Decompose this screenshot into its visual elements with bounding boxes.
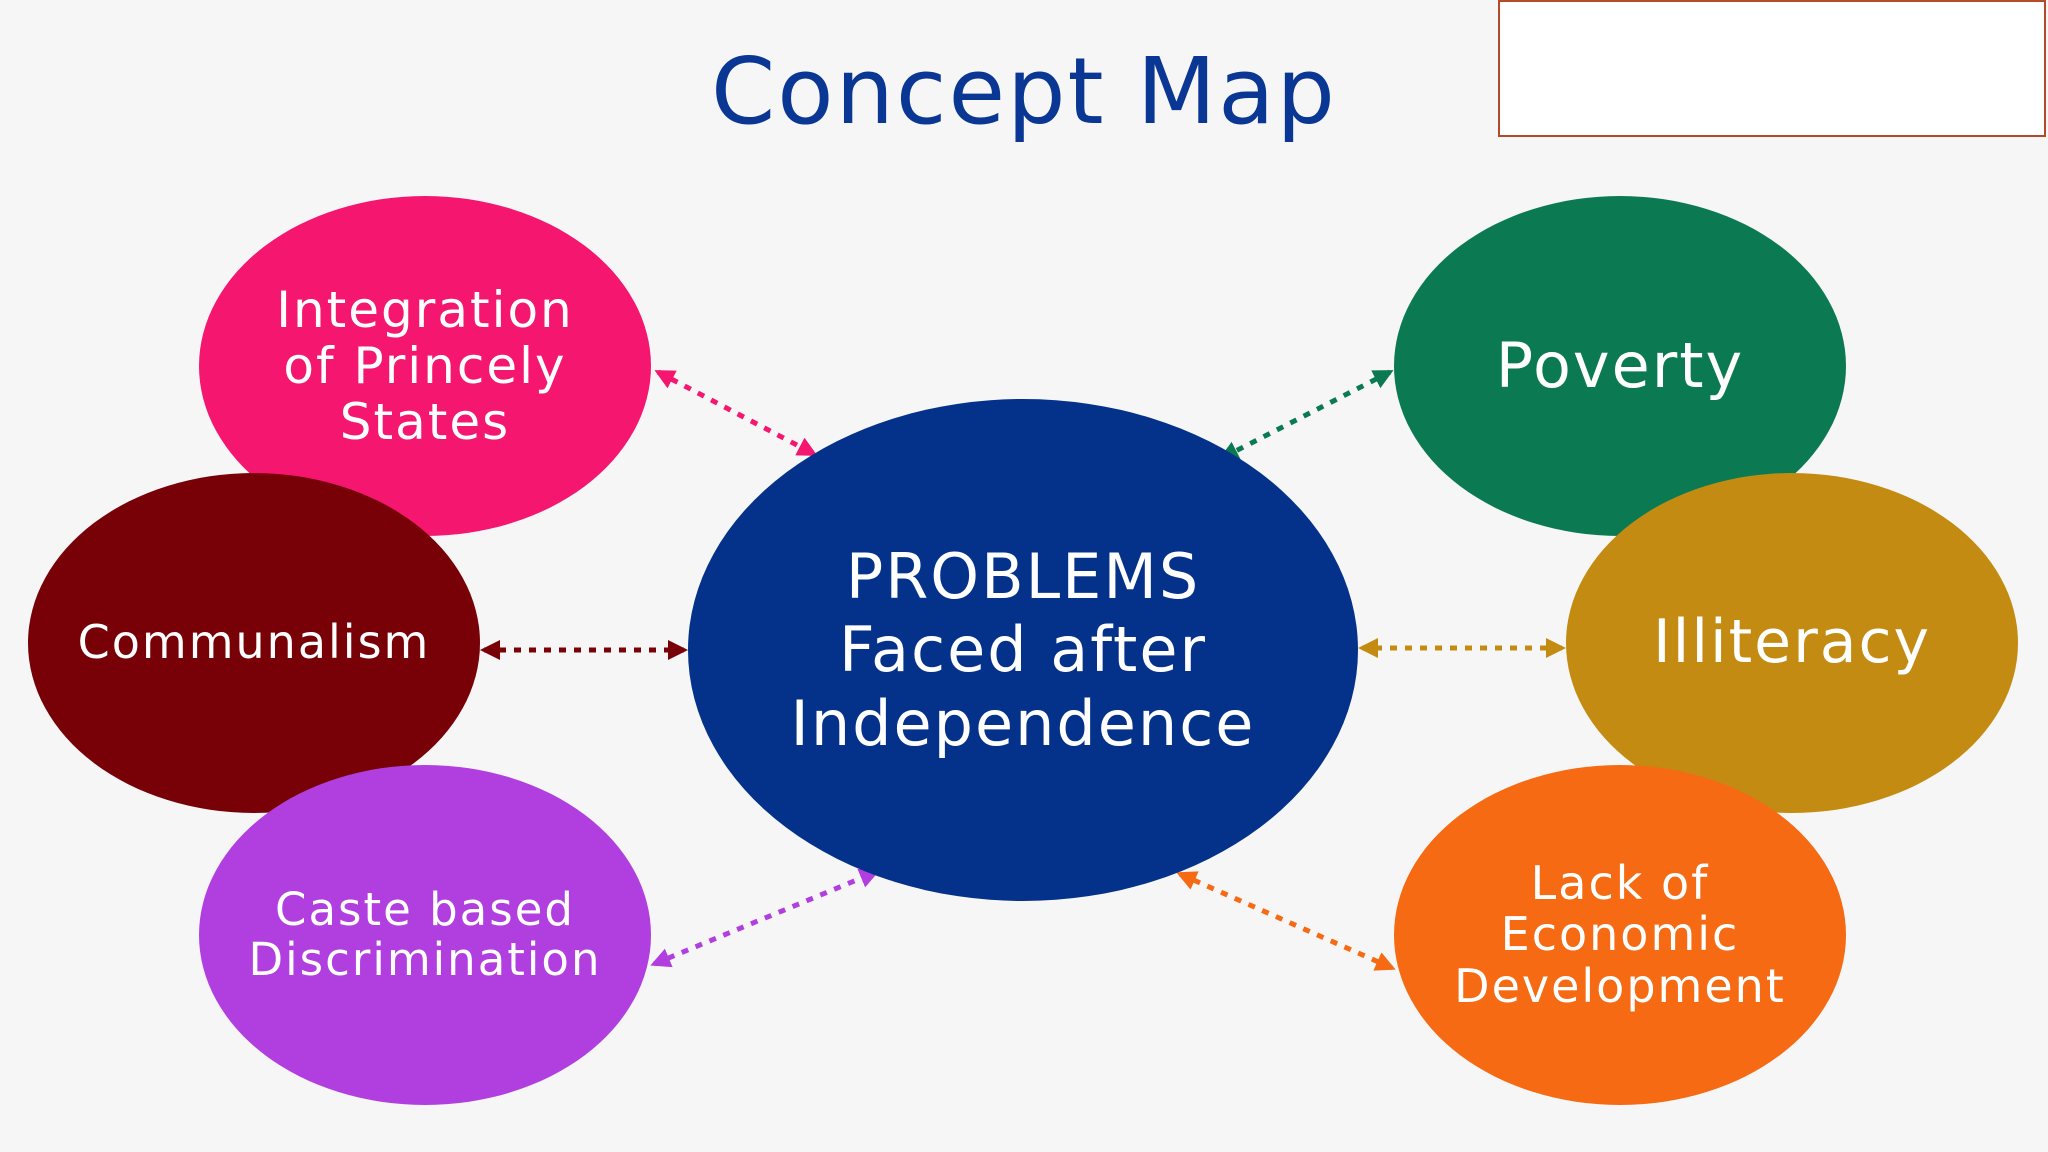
node-label: Lack of Economic Development	[1454, 855, 1786, 1013]
node-label: Integration of Princely States	[276, 281, 574, 451]
node-label: Caste based Discrimination	[248, 882, 602, 986]
page-title: Concept Map	[711, 38, 1337, 145]
node-label: Communalism	[77, 615, 431, 670]
node-label: Poverty	[1495, 329, 1745, 403]
connector-princely	[654, 369, 818, 457]
node-caste-based-discrimination: Caste based Discrimination	[199, 765, 651, 1105]
center-node: PROBLEMS Faced after Independence	[688, 399, 1358, 901]
connector-caste	[650, 868, 880, 968]
connector-economic	[1176, 871, 1396, 971]
node-poverty: Poverty	[1394, 196, 1846, 536]
node-communalism: Communalism	[28, 473, 480, 813]
center-node-label: PROBLEMS Faced after Independence	[790, 540, 1256, 760]
blank-box	[1498, 0, 2046, 137]
node-label: Illiteracy	[1652, 607, 1932, 678]
node-illiteracy: Illiteracy	[1566, 473, 2018, 813]
node-lack-of-economic-development: Lack of Economic Development	[1394, 765, 1846, 1105]
node-integration-of-princely-states: Integration of Princely States	[199, 196, 651, 536]
connector-poverty	[1218, 369, 1394, 461]
